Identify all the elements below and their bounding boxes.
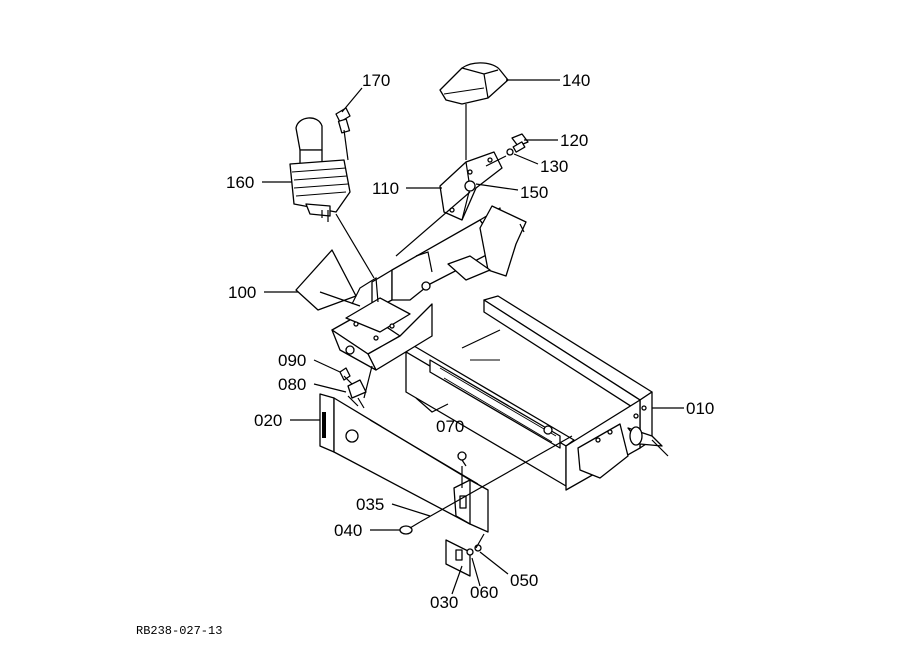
part-030-bracket[interactable] — [445, 539, 471, 577]
part-160-joystick[interactable] — [289, 117, 351, 222]
part-bracket-upper[interactable] — [371, 205, 527, 311]
callout-100: 100 — [228, 283, 256, 302]
part-040-bolt[interactable] — [399, 521, 421, 535]
assembly-lines — [335, 104, 573, 549]
part-070-pin[interactable] — [457, 451, 467, 467]
callout-010: 010 — [686, 399, 714, 418]
callout-035: 035 — [356, 495, 384, 514]
callout-170: 170 — [362, 71, 390, 90]
part-080-switch[interactable] — [347, 379, 367, 409]
callout-080: 080 — [278, 375, 306, 394]
leader-lines — [262, 79, 684, 595]
shaft-010 — [627, 426, 669, 457]
part-010-frame[interactable] — [405, 295, 669, 491]
part-housing-lower[interactable] — [331, 276, 433, 371]
callout-160: 160 — [226, 173, 254, 192]
callout-050: 050 — [510, 571, 538, 590]
callout-labels: 170 140 120 130 160 110 150 100 090 080 … — [226, 71, 714, 612]
part-060-nut[interactable] — [466, 548, 474, 556]
callout-040: 040 — [334, 521, 362, 540]
part-050-washer[interactable] — [474, 544, 482, 552]
callout-020: 020 — [254, 411, 282, 430]
callout-060: 060 — [470, 583, 498, 602]
callout-110: 110 — [372, 179, 399, 198]
part-140-grip[interactable] — [439, 62, 509, 105]
callout-070: 070 — [436, 417, 464, 436]
callout-130: 130 — [540, 157, 568, 176]
part-020-plate[interactable] — [319, 393, 489, 533]
part-170-bolt[interactable] — [335, 107, 351, 134]
drawing-code: RB238-027-13 — [136, 624, 222, 638]
callout-120: 120 — [560, 131, 588, 150]
callout-090: 090 — [278, 351, 306, 370]
part-090-screw[interactable] — [339, 367, 351, 381]
part-130-washer[interactable] — [506, 148, 514, 156]
callout-140: 140 — [562, 71, 590, 90]
callout-150: 150 — [520, 183, 548, 202]
part-100-plate[interactable] — [295, 249, 361, 311]
part-120-bolt[interactable] — [511, 133, 529, 153]
part-110-bracket[interactable] — [439, 151, 503, 221]
callout-030: 030 — [430, 593, 458, 612]
